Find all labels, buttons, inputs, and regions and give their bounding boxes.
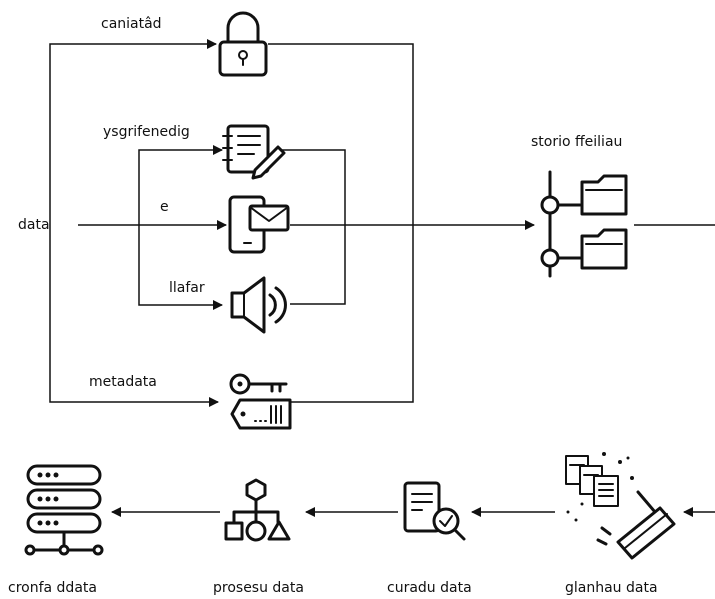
- label-database: cronfa ddata: [8, 580, 97, 596]
- arrow-to-written: [138, 145, 223, 225]
- arrow-to-metadata: [49, 223, 219, 407]
- label-data-curation: curadu data: [387, 580, 472, 596]
- documents-squeegee-icon: [565, 452, 676, 560]
- label-metadata: metadata: [89, 374, 157, 390]
- label-permission: caniatâd: [101, 16, 162, 32]
- shapes-hierarchy-icon: [224, 478, 291, 542]
- label-data-cleaning: glanhau data: [565, 580, 658, 596]
- line-permission-metadata-return: [268, 43, 414, 403]
- document-pencil-icon: [222, 124, 286, 180]
- label-spoken: llafar: [169, 280, 205, 296]
- folder-tree-icon: [540, 170, 628, 278]
- label-file-storage: storio ffeiliau: [531, 134, 622, 150]
- connectors: [49, 39, 715, 517]
- arrow-to-permission: [49, 39, 217, 223]
- arrow-to-spoken: [138, 225, 223, 310]
- key-tag-icon: [229, 373, 292, 430]
- label-written: ysgrifenedig: [103, 124, 190, 140]
- label-electronic: e: [160, 199, 169, 215]
- labels: caniatâd ysgrifenedig data e llafar meta…: [8, 16, 658, 596]
- label-data: data: [18, 217, 50, 233]
- line-written-spoken-return: [282, 149, 346, 305]
- server-database-icon: [24, 464, 104, 556]
- document-magnifier-icon: [403, 481, 466, 541]
- label-data-processing: prosesu data: [213, 580, 304, 596]
- speaker-icon: [230, 276, 287, 334]
- phone-email-icon: [228, 195, 290, 254]
- padlock-icon: [218, 11, 268, 77]
